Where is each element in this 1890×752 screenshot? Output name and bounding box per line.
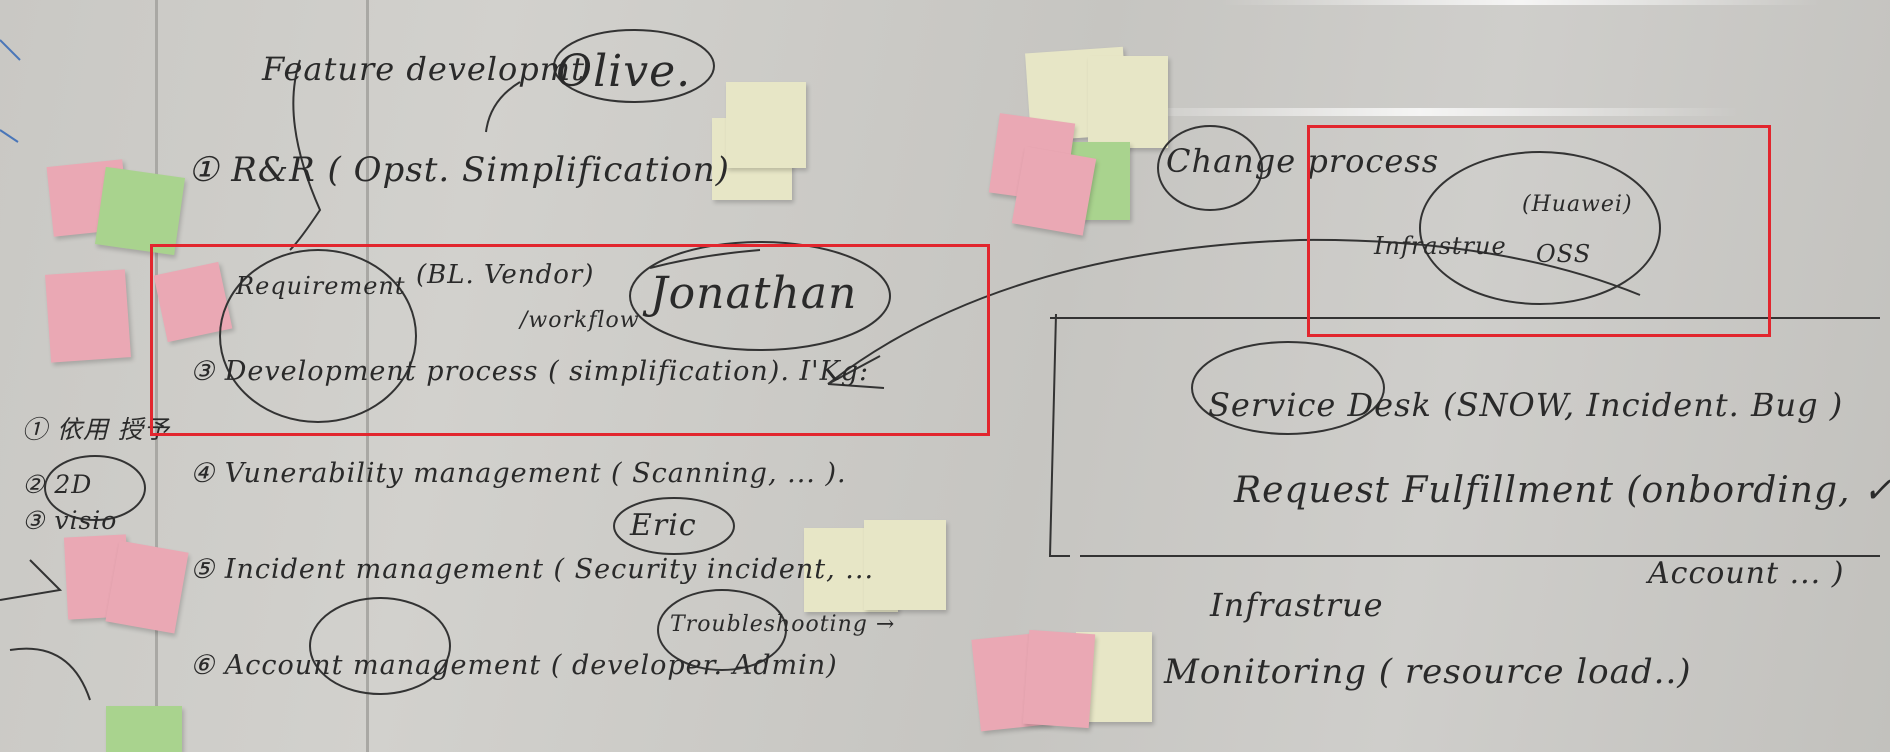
requirement-label: Requirement [236, 272, 406, 300]
owner-olive: Olive. [556, 46, 692, 97]
troubleshooting-label: Troubleshooting → [670, 612, 896, 637]
left-list-item-1: ① 依用 授予 [22, 415, 170, 444]
glass-frame-edge [155, 0, 158, 752]
sticky-note-green [106, 706, 182, 752]
change-process-title: Change process [1166, 142, 1440, 180]
workflow-label: /workflow [520, 308, 640, 333]
highlight-box-right [1307, 125, 1771, 337]
glass-frame-edge [366, 0, 369, 752]
sticky-note-yellow [864, 520, 946, 610]
highlight-box-left [150, 244, 990, 436]
item-incident-management: ⑤ Incident management ( Security inciden… [190, 554, 875, 585]
infrastructure-label: Infrastrue [1374, 232, 1507, 260]
left-list-item-3: ③ visio [22, 506, 118, 535]
service-desk: Service Desk (SNOW, Incident. Bug ) [1208, 386, 1844, 424]
infrastructure-heading: Infrastrue [1210, 586, 1384, 624]
item-development-process: ③ Development process ( simplification).… [190, 356, 870, 387]
sticky-note-yellow [726, 82, 806, 168]
sticky-note-yellow [1088, 56, 1168, 148]
item-rr: ① R&R ( Opst. Simplification) [188, 150, 730, 190]
huawei-label: (Huawei) [1522, 192, 1633, 217]
request-fulfillment: Request Fulfillment (onbording, ✓ [1234, 470, 1890, 511]
item-vulnerability-management: ④ Vunerability management ( Scanning, ..… [190, 458, 847, 489]
owner-eric: Eric [630, 508, 697, 543]
light-reflection [1220, 0, 1820, 5]
bl-vendor-label: (BL. Vendor) [416, 260, 595, 290]
account-label: Account ... ) [1648, 556, 1845, 591]
item-account-management: ⑥ Account management ( developer. Admin) [190, 650, 838, 681]
feature-development-title: Feature developmt [262, 50, 585, 88]
left-list-item-2: ② 2D [22, 470, 93, 499]
monitoring-label: Monitoring ( resource load..) [1164, 652, 1692, 692]
owner-jonathan: Jonathan [650, 268, 858, 319]
light-reflection [1100, 108, 1740, 116]
oss-label: OSS [1536, 240, 1592, 268]
